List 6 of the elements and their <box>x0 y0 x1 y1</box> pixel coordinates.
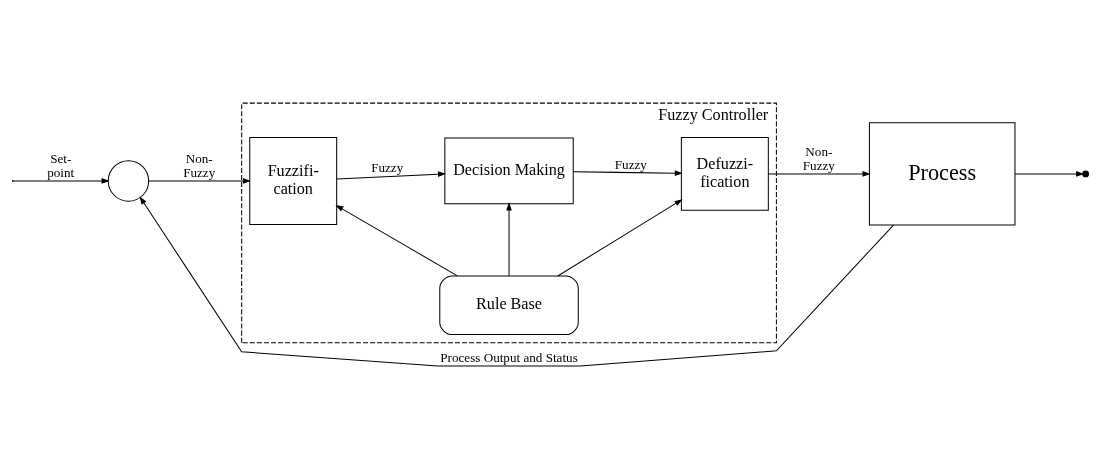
edge-label: Fuzzy <box>371 160 404 176</box>
edge-label: Process Output and Status <box>440 350 578 366</box>
edge-label: Fuzzy <box>614 157 647 173</box>
edge-label: Non- Fuzzy <box>183 151 216 181</box>
edge-label: Set- point <box>47 151 75 181</box>
edge-label: Non- Fuzzy <box>802 144 835 174</box>
